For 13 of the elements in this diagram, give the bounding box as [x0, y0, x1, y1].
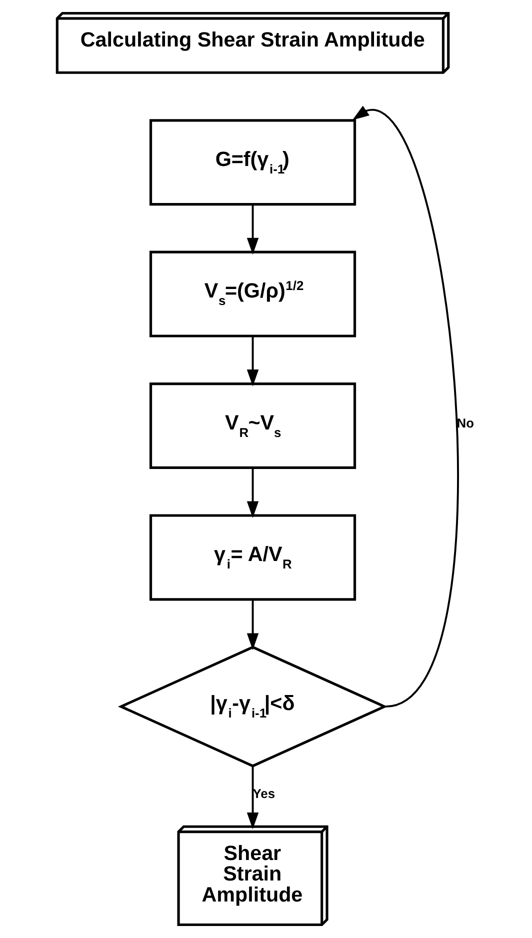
- arrow: [246, 766, 259, 830]
- node-box: V$_{s}$=(G/ρ)$^{1/2}$: [149, 250, 356, 338]
- node-box: V$_{R}$~V$_{s}$: [149, 382, 356, 469]
- arrow: [352, 106, 459, 708]
- edge-label: Yes: [252, 786, 276, 802]
- node-box: G=f(γ$_{i-1}$): [149, 119, 356, 206]
- arrow: [246, 600, 259, 650]
- arrow: [246, 468, 259, 518]
- arrow: [246, 204, 259, 255]
- edge-label: No: [456, 416, 474, 431]
- node-box: γ$_{i}$= A/V$_{R}$: [149, 514, 356, 601]
- arrow: [246, 336, 259, 386]
- node-diamond: |γ$_{i}$-γ$_{i-1}$|<δ: [118, 646, 388, 768]
